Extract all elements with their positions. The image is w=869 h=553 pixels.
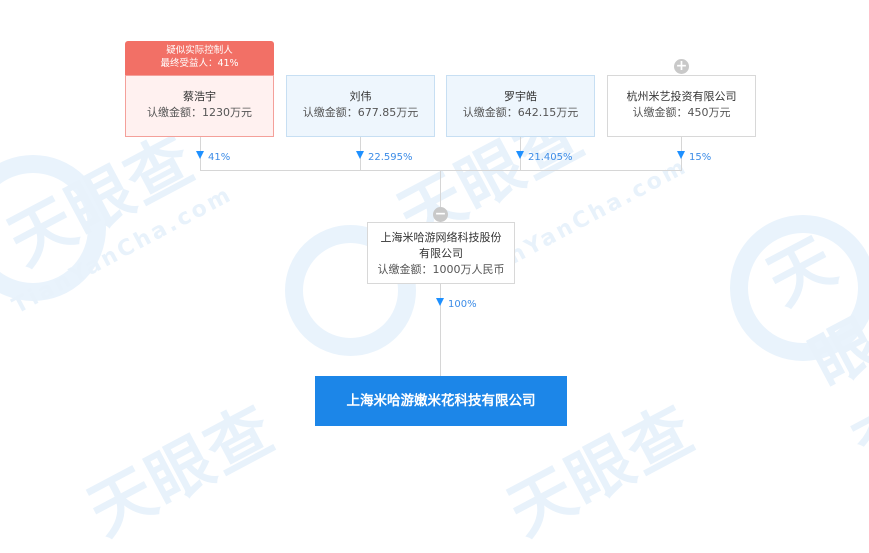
shareholder-amount: 认缴金额：642.15万元 [462,106,579,119]
parent-capital: 认缴金额：1000万人民币 [377,263,505,276]
shareholder-node[interactable]: 杭州米艺投资有限公司 认缴金额：450万元 [607,75,756,137]
shareholder-name: 蔡浩宇 [183,90,216,103]
shareholder-name: 罗宇皓 [504,90,537,103]
shareholder-node[interactable]: 蔡浩宇 认缴金额：1230万元 [125,75,274,137]
arrow-down-icon [436,298,444,306]
tag-line-2: 最终受益人：41% [160,58,239,69]
watermark-site: TianYanCha.com [8,181,238,320]
shareholder-node[interactable]: 刘伟 认缴金额：677.85万元 [286,75,435,137]
watermark-text: 天眼查 [77,392,287,551]
expand-icon[interactable]: + [674,58,689,74]
connector-line [200,170,682,171]
arrow-down-icon [677,151,685,159]
parent-name-line-2: 有限公司 [419,247,463,260]
parent-name-line-1: 上海米哈游网络科技股份 [380,231,502,244]
collapse-icon[interactable]: − [433,206,448,222]
controller-tag: 疑似实际控制人 最终受益人：41% [125,41,274,75]
shareholder-amount: 认缴金额：1230万元 [147,106,252,119]
share-percent: 41% [208,152,231,163]
shareholder-amount: 认缴金额：677.85万元 [302,106,419,119]
target-company-node[interactable]: 上海米哈游嫩米花科技有限公司 [315,376,567,426]
connector-line [440,170,441,222]
arrow-down-icon [356,151,364,159]
watermark-text: 天眼查 [756,223,869,483]
share-percent: 100% [448,299,477,310]
arrow-down-icon [516,151,524,159]
tag-line-1: 疑似实际控制人 [166,45,233,56]
arrow-down-icon [196,151,204,159]
share-percent: 15% [689,152,712,163]
connector-line [440,284,441,376]
shareholder-node[interactable]: 罗宇皓 认缴金额：642.15万元 [446,75,595,137]
share-percent: 21.405% [528,152,573,163]
shareholder-amount: 认缴金额：450万元 [632,106,731,119]
shareholder-name: 刘伟 [349,90,372,103]
share-percent: 22.595% [368,152,413,163]
watermark-logo [0,155,106,301]
parent-company-node[interactable]: 上海米哈游网络科技股份 有限公司 认缴金额：1000万人民币 [367,222,515,284]
watermark-logo [730,215,869,361]
shareholder-name: 杭州米艺投资有限公司 [626,90,737,103]
